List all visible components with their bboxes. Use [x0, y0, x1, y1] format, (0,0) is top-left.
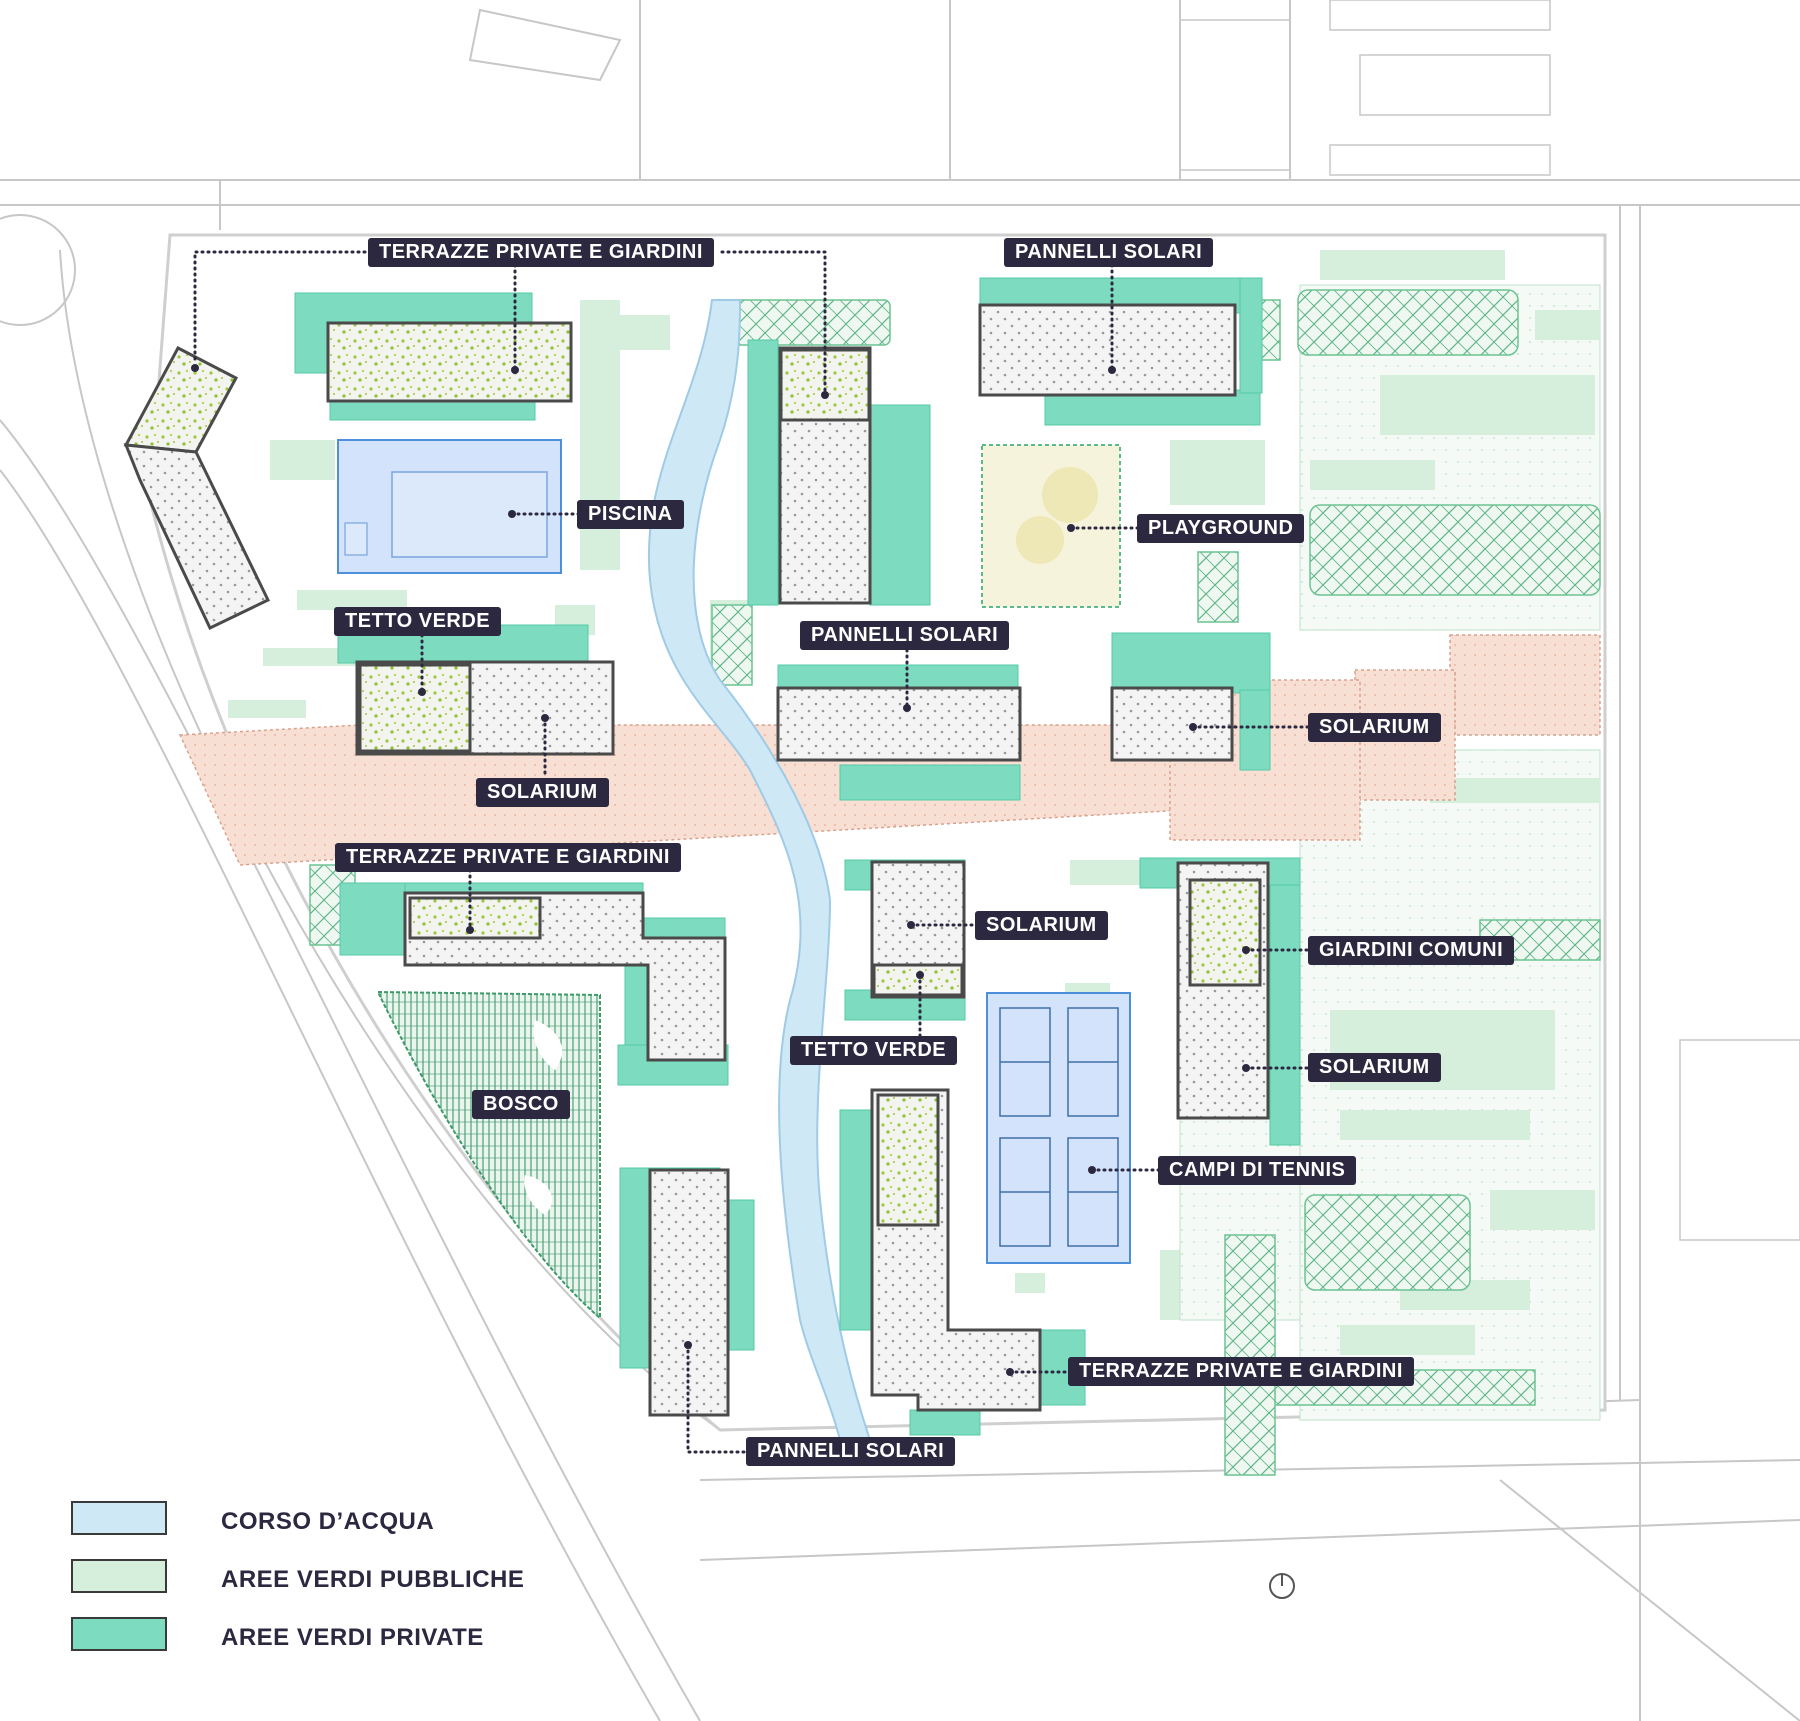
label-solarium-3: SOLARIUM [975, 911, 1108, 940]
public-green-areas [228, 250, 1601, 1421]
label-giardini-comuni: GIARDINI COMUNI [1308, 936, 1515, 965]
tree-masses [309, 289, 1601, 1476]
label-campi-di-tennis: CAMPI DI TENNIS [1158, 1156, 1357, 1185]
legend-swatch-water [71, 1501, 167, 1535]
label-pannelli-solari-2: PANNELLI SOLARI [800, 621, 1010, 650]
leader-dots [191, 364, 1250, 1376]
legend-label-water: CORSO D’ACQUA [221, 1508, 435, 1535]
parking-stalls [1179, 0, 1800, 1241]
legend-label-private-green: AREE VERDI PRIVATE [221, 1624, 484, 1651]
north-arrow-icon [1269, 1573, 1295, 1599]
label-terrazze-private-1: TERRAZZE PRIVATE E GIARDINI [368, 238, 714, 267]
label-tetto-verde-2: TETTO VERDE [790, 1036, 958, 1065]
label-terrazze-private-3: TERRAZZE PRIVATE E GIARDINI [1068, 1357, 1414, 1386]
legend-label-public-green: AREE VERDI PUBBLICHE [221, 1566, 525, 1593]
label-playground: PLAYGROUND [1137, 514, 1305, 543]
legend-swatch-private-green [71, 1617, 167, 1651]
tennis-courts [986, 992, 1131, 1264]
label-terrazze-private-2: TERRAZZE PRIVATE E GIARDINI [335, 843, 681, 872]
legend-swatch-public-green [71, 1559, 167, 1593]
label-tetto-verde-1: TETTO VERDE [334, 607, 502, 636]
label-solarium-1: SOLARIUM [1308, 713, 1441, 742]
label-pannelli-solari-1: PANNELLI SOLARI [1004, 238, 1214, 267]
bosco-forest [376, 990, 601, 1321]
tennis-court-lines [999, 1007, 1119, 1247]
label-piscina: PISCINA [577, 500, 684, 529]
label-pannelli-solari-3: PANNELLI SOLARI [746, 1437, 956, 1466]
label-solarium-4: SOLARIUM [1308, 1053, 1441, 1082]
label-solarium-2: SOLARIUM [476, 778, 609, 807]
label-bosco: BOSCO [472, 1090, 570, 1119]
leader-lines [193, 250, 1311, 1454]
